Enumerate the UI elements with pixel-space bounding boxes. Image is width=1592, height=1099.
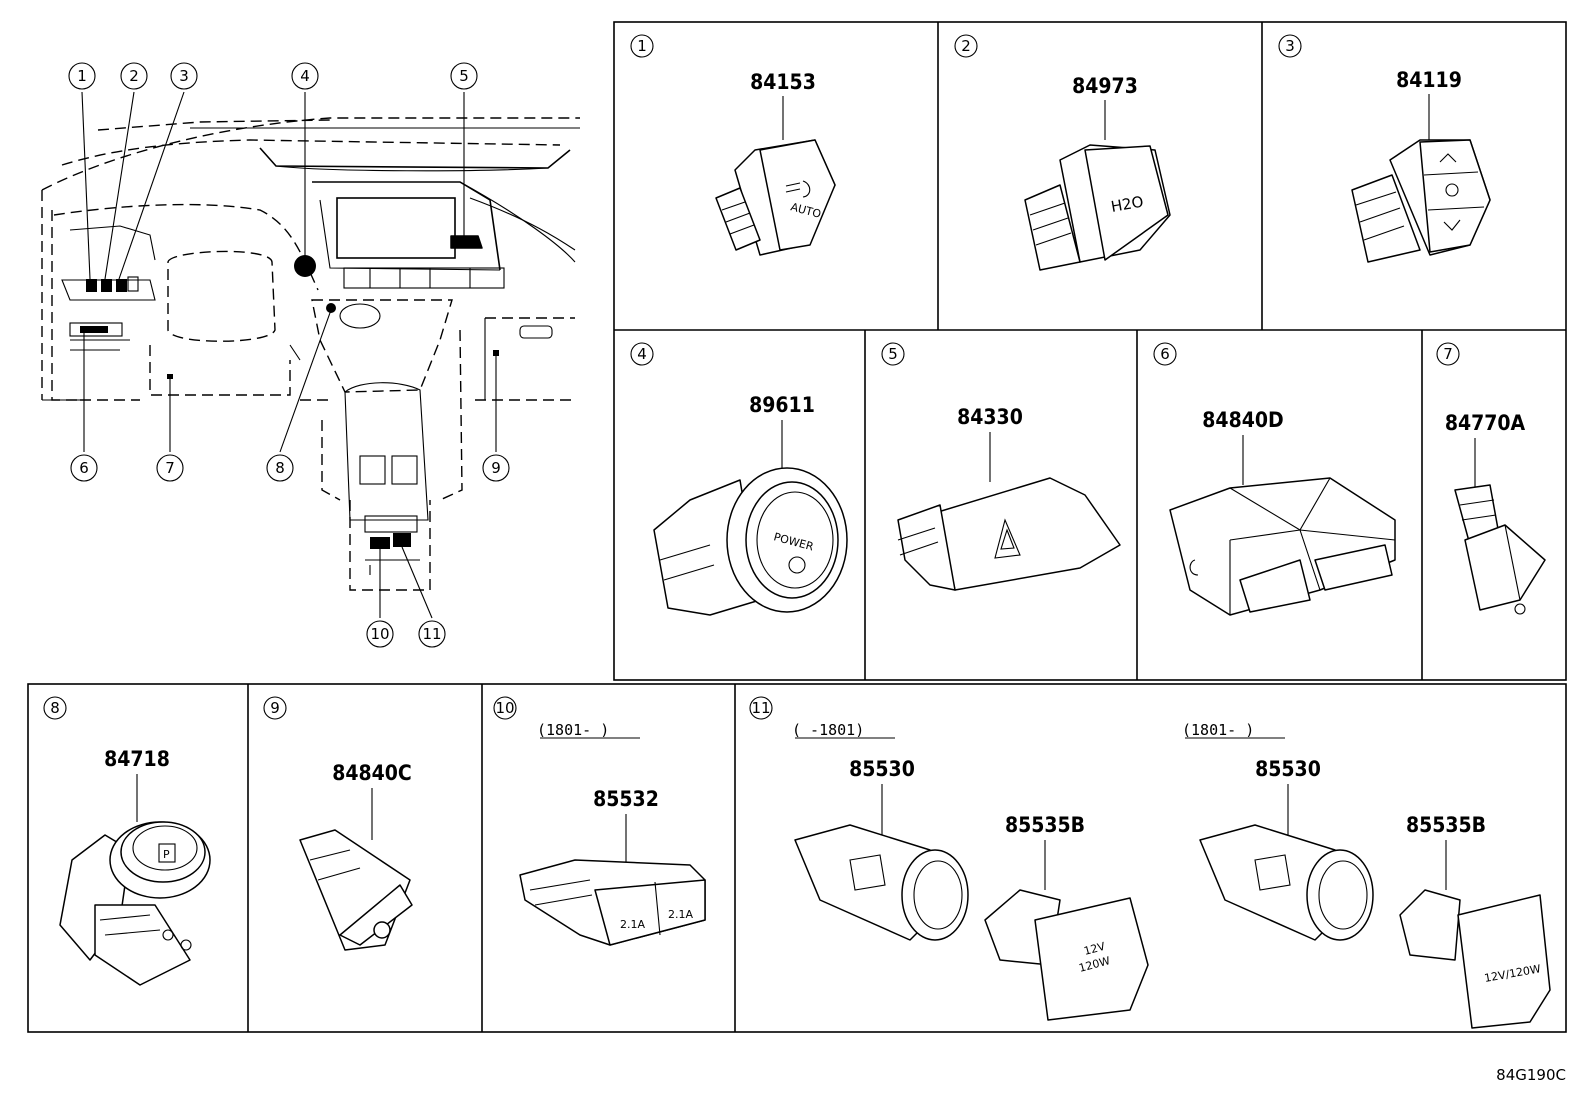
part-number-84718: 84718 <box>104 747 170 771</box>
panel-4: 4 89611 POWER <box>630 342 848 616</box>
svg-text:2.1A: 2.1A <box>620 918 645 931</box>
svg-text:1: 1 <box>77 67 87 85</box>
panel-8: 8 84718 P <box>43 696 211 986</box>
svg-text:2.1A: 2.1A <box>668 908 693 921</box>
switch-84840C <box>299 829 413 951</box>
svg-text:2: 2 <box>961 37 971 55</box>
part-number-85535B-b: 85535B <box>1406 813 1486 837</box>
part-number-84770A: 84770A <box>1445 411 1526 435</box>
panel-7: 7 84770A <box>1436 342 1546 615</box>
callout-11: 11 <box>418 620 446 648</box>
callout-8: 8 <box>266 454 294 482</box>
svg-text:1: 1 <box>637 37 647 55</box>
usb-charger-85532: 2.1A 2.1A <box>519 859 706 946</box>
svg-text:12V: 12V <box>1082 940 1107 958</box>
panel-3: 3 84119 <box>1278 34 1491 263</box>
svg-text:11: 11 <box>751 699 770 717</box>
power-socket-85530-b <box>1199 824 1374 941</box>
svg-text:10: 10 <box>370 625 389 643</box>
power-socket-85530-a <box>794 824 969 941</box>
svg-text:6: 6 <box>79 459 89 477</box>
callout-4: 4 <box>291 62 319 90</box>
svg-text:3: 3 <box>179 67 189 85</box>
svg-text:(1801- ): (1801- ) <box>1182 721 1254 739</box>
part-number-84973: 84973 <box>1072 74 1138 98</box>
part-number-85530-a: 85530 <box>849 757 915 781</box>
part-number-84840D: 84840D <box>1202 408 1283 432</box>
panel-10: 10 (1801- ) 85532 2.1A 2.1A <box>493 696 706 946</box>
panel-9: 9 84840C <box>263 696 413 951</box>
svg-text:P: P <box>163 848 170 861</box>
svg-text:11: 11 <box>422 625 441 643</box>
svg-text:8: 8 <box>275 459 285 477</box>
callout-3: 3 <box>170 62 198 90</box>
panel-11: 11 ( -1801) (1801- ) 85530 85535B 12V 12… <box>749 696 1551 1029</box>
callout-7: 7 <box>156 454 184 482</box>
svg-text:6: 6 <box>1160 345 1170 363</box>
switch-89611: POWER <box>653 467 848 616</box>
svg-text:4: 4 <box>637 345 647 363</box>
switch-84770A <box>1454 484 1546 615</box>
svg-text:( -1801): ( -1801) <box>792 721 864 739</box>
callout-6: 6 <box>70 454 98 482</box>
power-outlet-cover-85535B-b: 12V/120W <box>1399 889 1551 1029</box>
overview-callouts: 1 2 3 4 5 6 7 8 9 10 11 <box>68 62 510 648</box>
svg-text:10: 10 <box>495 699 514 717</box>
panel-6: 6 84840D <box>1153 342 1396 616</box>
svg-text:9: 9 <box>491 459 501 477</box>
switch-84973: H2O <box>1024 144 1171 271</box>
switch-84840D <box>1169 477 1396 616</box>
overview-leaders <box>81 91 497 619</box>
diagram-code: 84G190C <box>1496 1066 1566 1084</box>
panel-grid <box>27 21 1567 1033</box>
svg-text:5: 5 <box>459 67 469 85</box>
callout-2: 2 <box>120 62 148 90</box>
svg-text:7: 7 <box>1443 345 1453 363</box>
power-outlet-cover-85535B-a: 12V 120W <box>984 889 1149 1021</box>
part-number-85535B-a: 85535B <box>1005 813 1085 837</box>
svg-text:5: 5 <box>888 345 898 363</box>
svg-text:3: 3 <box>1285 37 1295 55</box>
svg-text:4: 4 <box>300 67 310 85</box>
svg-text:7: 7 <box>165 459 175 477</box>
part-number-84153: 84153 <box>750 70 816 94</box>
callout-1: 1 <box>68 62 96 90</box>
panel-5: 5 84330 <box>881 342 1121 591</box>
dashboard-overview <box>41 117 580 591</box>
svg-text:(1801- ): (1801- ) <box>537 721 609 739</box>
part-number-84840C: 84840C <box>332 761 412 785</box>
svg-text:2: 2 <box>129 67 139 85</box>
callout-10: 10 <box>366 620 394 648</box>
switch-84153: AUTO <box>715 139 836 256</box>
panel-2: 2 84973 H2O <box>954 34 1171 271</box>
part-number-89611: 89611 <box>749 393 815 417</box>
part-number-85532: 85532 <box>593 787 659 811</box>
svg-text:9: 9 <box>270 699 280 717</box>
part-number-84119: 84119 <box>1396 68 1462 92</box>
svg-text:8: 8 <box>50 699 60 717</box>
switch-84330 <box>897 477 1121 591</box>
switch-84119 <box>1351 139 1491 263</box>
panel-1: 1 84153 AUTO <box>630 34 836 256</box>
svg-text:H2O: H2O <box>1110 193 1145 216</box>
callout-9: 9 <box>482 454 510 482</box>
part-number-85530-b: 85530 <box>1255 757 1321 781</box>
part-number-84330: 84330 <box>957 405 1023 429</box>
callout-5: 5 <box>450 62 478 90</box>
switch-84718: P <box>59 821 211 986</box>
